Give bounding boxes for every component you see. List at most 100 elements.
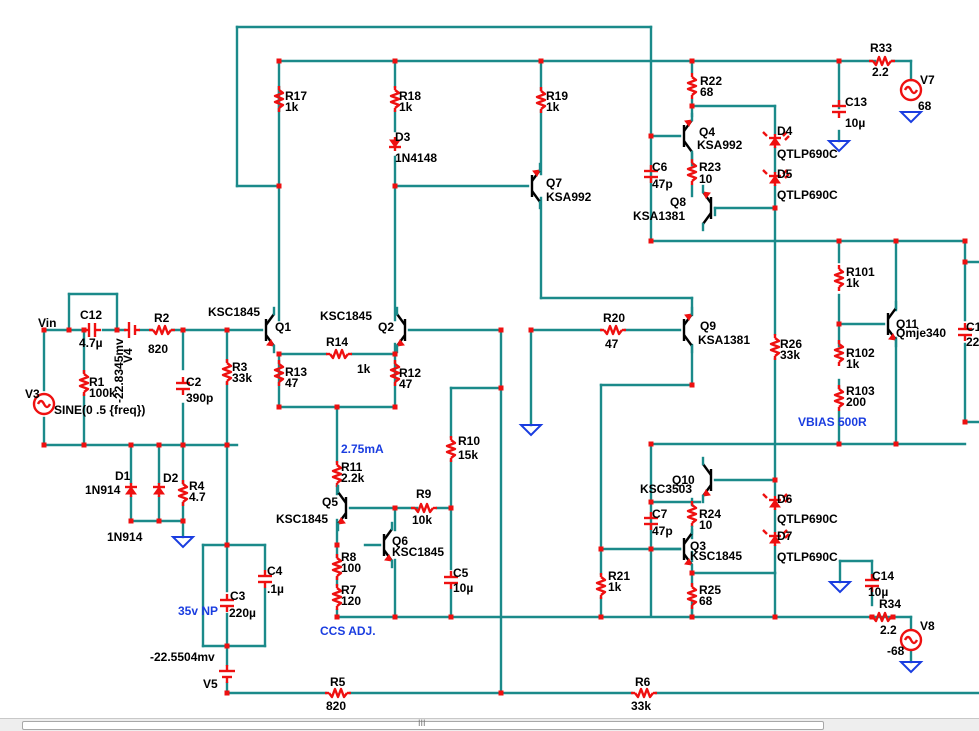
resistor	[769, 334, 781, 360]
resistor	[331, 554, 343, 580]
component-label: C5	[453, 566, 469, 580]
component-label: C13	[845, 95, 867, 109]
component-label: D3	[395, 130, 411, 144]
junction	[392, 505, 398, 511]
component-label: 68	[700, 85, 714, 99]
resistor	[389, 86, 401, 112]
component-label: R14	[326, 335, 348, 349]
component-label: R2	[154, 311, 170, 325]
junction	[392, 614, 398, 620]
resistor	[78, 370, 90, 396]
component-label: R26	[780, 337, 802, 351]
component-label: 1k	[357, 362, 371, 376]
junction	[392, 351, 398, 357]
component-label: Vin	[38, 316, 56, 330]
diode	[125, 483, 137, 497]
component-label: QTLP690C	[777, 147, 838, 161]
resistor	[833, 385, 845, 411]
component-label: R20	[603, 311, 625, 325]
component-label: -68	[887, 644, 905, 658]
junction	[598, 546, 604, 552]
transistor	[886, 300, 898, 348]
capacitor	[220, 594, 234, 612]
component-label: R101	[846, 265, 875, 279]
transistor	[530, 162, 542, 210]
resistor	[686, 73, 698, 99]
junction	[962, 259, 968, 265]
component-label: R17	[285, 89, 307, 103]
component-label: D5	[777, 167, 793, 181]
ground-icon	[826, 140, 852, 153]
transistor	[682, 112, 694, 160]
component-label: KSC1845	[320, 309, 372, 323]
component-label: 1N4148	[395, 151, 437, 165]
component-label: QTLP690C	[777, 188, 838, 202]
junction	[648, 441, 654, 447]
junction	[392, 58, 398, 64]
junction	[81, 442, 87, 448]
voltage-source	[899, 78, 923, 102]
resistor	[389, 360, 401, 386]
junction	[41, 327, 47, 333]
resistor	[331, 461, 343, 487]
resistor	[221, 359, 233, 385]
junction	[276, 58, 282, 64]
resistor	[595, 573, 607, 599]
junction	[836, 58, 842, 64]
component-label: 10µ	[845, 116, 865, 130]
component-label: KSC1845	[276, 512, 328, 526]
component-label: 820	[148, 342, 168, 356]
junction	[276, 351, 282, 357]
component-label: R3	[232, 360, 248, 374]
voltage-source	[899, 628, 923, 652]
junction	[962, 238, 968, 244]
component-label: R21	[608, 569, 630, 583]
component-label: D7	[777, 529, 793, 543]
junction	[648, 133, 654, 139]
component-label: 68	[918, 99, 932, 113]
component-label: 10µ	[868, 585, 888, 599]
component-label: D4	[777, 124, 793, 138]
junction	[66, 327, 72, 333]
resistor	[686, 159, 698, 185]
junction	[772, 205, 778, 211]
junction	[772, 614, 778, 620]
component-label: SINE(0 .5 {freq})	[54, 403, 145, 417]
junction	[689, 103, 695, 109]
junction	[689, 382, 695, 388]
component-label: 47p	[652, 177, 673, 191]
transistor	[382, 521, 394, 569]
junction	[276, 404, 282, 410]
component-label: 33k	[631, 699, 651, 713]
labels: VinC124.7µR2820KSC1845Q1R171kR181kD31N41…	[25, 41, 979, 713]
junction	[224, 643, 230, 649]
junction	[598, 614, 604, 620]
junction	[648, 238, 654, 244]
junction	[276, 183, 282, 189]
transistor	[682, 306, 694, 354]
component-label: QTLP690C	[777, 550, 838, 564]
component-label: D6	[777, 492, 793, 506]
component-label: R7	[341, 583, 357, 597]
component-label: 2.2	[880, 623, 897, 637]
component-label: R5	[330, 675, 346, 689]
scrollbar-thumb[interactable]: III	[22, 718, 824, 730]
component-label: Q4	[699, 125, 715, 139]
ground-icon	[827, 581, 853, 594]
component-label: CCS ADJ.	[320, 624, 376, 638]
junction	[893, 441, 899, 447]
component-label: R103	[846, 384, 875, 398]
horizontal-scrollbar[interactable]: III	[0, 718, 979, 731]
component-label: V4	[121, 348, 135, 363]
ground-icon	[518, 424, 544, 437]
junction	[180, 518, 186, 524]
ground-icon	[898, 111, 924, 124]
diode	[762, 493, 790, 510]
junction	[498, 385, 504, 391]
capacitor	[832, 100, 846, 118]
component-label: 1k	[399, 100, 413, 114]
junction	[498, 327, 504, 333]
component-label: KSC1845	[392, 545, 444, 559]
component-label: R11	[341, 460, 363, 474]
